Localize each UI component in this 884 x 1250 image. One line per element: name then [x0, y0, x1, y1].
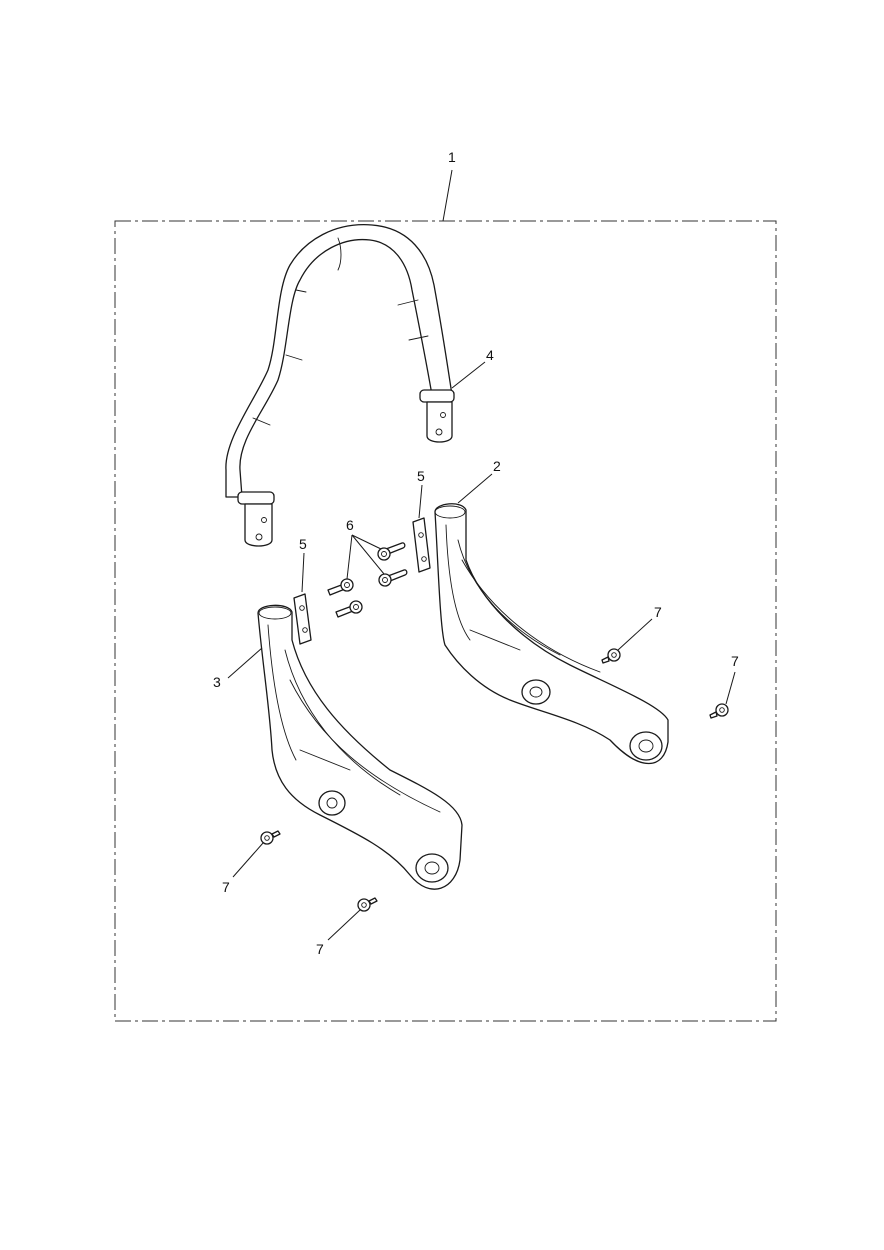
bolt-4: [335, 600, 363, 618]
callout-left-side-bracket: 3: [213, 647, 263, 690]
callout-label-screw-b: 7: [731, 653, 739, 669]
screw-c: [260, 830, 281, 845]
callout-label-screw-a: 7: [654, 604, 662, 620]
bolt-3: [327, 578, 354, 596]
callout-kit: 1: [442, 149, 456, 222]
bolt-set: [327, 542, 408, 618]
left-side-bracket: [257, 604, 463, 890]
screw-b: [709, 703, 729, 719]
callout-bolts: 6: [346, 517, 385, 580]
callout-label-clamp-plate-right: 5: [417, 468, 425, 484]
screw-a: [601, 648, 621, 664]
callout-label-left-side-bracket: 3: [213, 674, 221, 690]
callout-backrest-hoop: 4: [451, 347, 494, 389]
callout-screw-c: 7: [222, 842, 264, 895]
clamp-plate-left: [293, 593, 312, 645]
bolt-2: [378, 569, 408, 587]
callout-screw-b: 7: [725, 653, 739, 705]
callout-clamp-plate-right: 5: [417, 468, 425, 519]
callout-label-backrest-hoop: 4: [486, 347, 494, 363]
backrest-hoop: [225, 224, 455, 547]
clamp-plate-right: [412, 517, 431, 573]
kit-boundary-frame: [114, 220, 777, 1022]
callout-label-clamp-plate-left: 5: [299, 536, 307, 552]
callout-screw-a: 7: [617, 604, 662, 651]
bolt-1: [377, 542, 406, 561]
callout-label-screw-c: 7: [222, 879, 230, 895]
callout-right-side-bracket: 2: [457, 458, 501, 504]
screw-d: [357, 897, 378, 912]
callout-label-right-side-bracket: 2: [493, 458, 501, 474]
callout-screw-d: 7: [316, 909, 361, 957]
callout-label-screw-d: 7: [316, 941, 324, 957]
callout-label-kit: 1: [448, 149, 456, 165]
callout-clamp-plate-left: 5: [299, 536, 307, 593]
callout-label-bolts: 6: [346, 517, 354, 533]
right-side-bracket: [434, 503, 669, 765]
